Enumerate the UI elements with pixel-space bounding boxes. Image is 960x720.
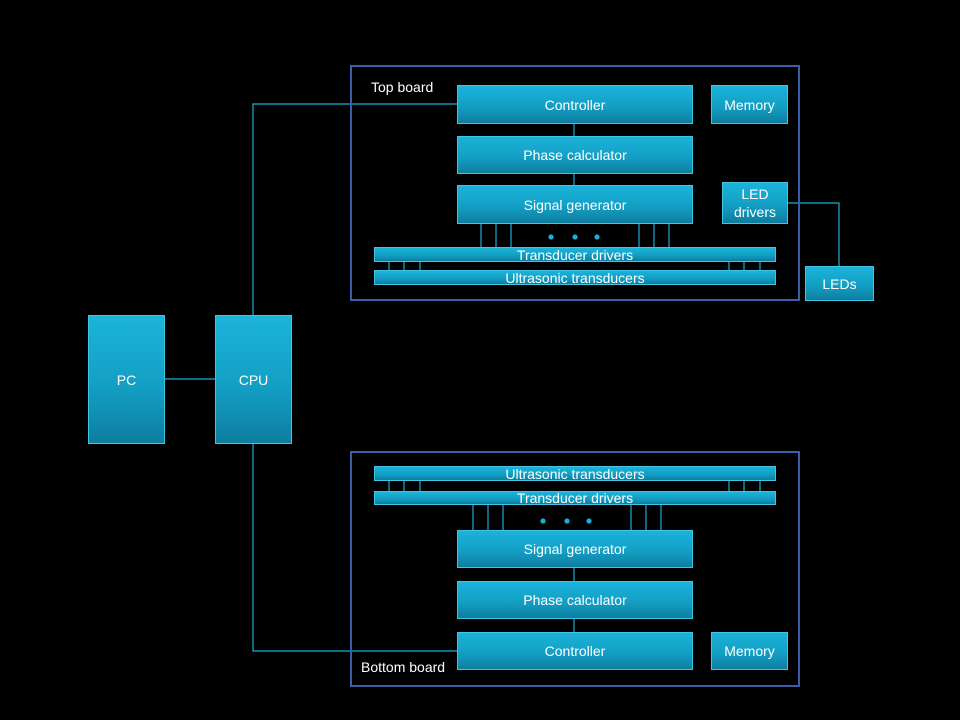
bottom-board-label: Bottom board [361, 659, 446, 675]
top-signal-driver-lines [480, 224, 670, 247]
wire-cpu-bottom-controller [252, 443, 458, 652]
top-ultrasonic-transducers-strip: Ultrasonic transducers [374, 270, 776, 285]
top-board-label: Top board [371, 79, 434, 95]
top-transducer-drivers-strip: Transducer drivers [374, 247, 776, 262]
top-driver-transducer-lines [388, 262, 761, 270]
top-controller-block: Controller [457, 85, 693, 124]
top-memory-block: Memory [711, 85, 788, 124]
top-signal-generator-block: Signal generator [457, 185, 693, 224]
bottom-ultrasonic-transducers-strip: Ultrasonic transducers [374, 466, 776, 481]
top-phase-calculator-block: Phase calculator [457, 136, 693, 174]
wire-cpu-top-controller [252, 103, 458, 316]
bottom-transducer-drivers-strip: Transducer drivers [374, 491, 776, 505]
bottom-memory-block: Memory [711, 632, 788, 670]
bottom-board-frame [350, 451, 800, 687]
top-board-frame [350, 65, 800, 301]
bottom-signal-generator-block: Signal generator [457, 530, 693, 568]
pc-block: PC [88, 315, 165, 444]
cpu-block: CPU [215, 315, 292, 444]
bottom-phase-calculator-block: Phase calculator [457, 581, 693, 619]
led-drivers-block: LED drivers [722, 182, 788, 224]
top-ellipsis-dots [548, 234, 600, 240]
bottom-driver-signal-lines [472, 505, 662, 531]
leds-block: LEDs [805, 266, 874, 301]
bottom-transducer-driver-lines [388, 481, 761, 491]
bottom-ellipsis-dots [540, 518, 592, 524]
wire-leddrivers-leds [788, 202, 840, 266]
bottom-controller-block: Controller [457, 632, 693, 670]
